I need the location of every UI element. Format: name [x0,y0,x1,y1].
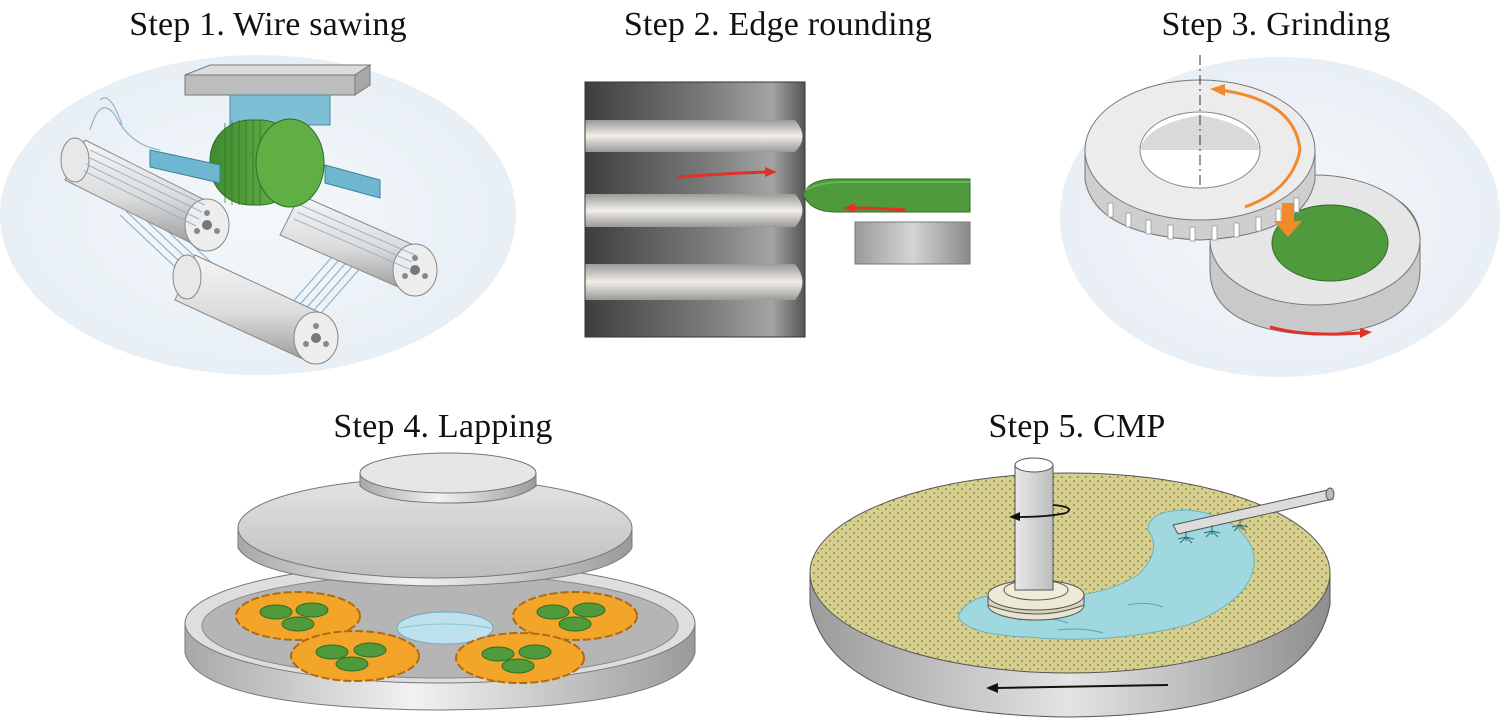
center-gear [396,611,494,645]
upper-lapping-plate [237,452,633,587]
left-bracket [149,149,221,184]
grinding-wheel [584,81,806,338]
edge-rounding-illustration [584,81,971,338]
feed-arrow [1274,203,1302,237]
lapping-illustration [184,452,696,711]
step-5-title: Step 5. CMP [988,408,1166,445]
lower-roller [172,254,339,365]
wafer-carrier-head [987,457,1085,621]
grinding-wafer [1271,204,1389,282]
slurry-nozzle [1172,487,1335,544]
step-1-title: Step 1. Wire sawing [129,6,407,43]
wafer-on-chuck [802,178,971,265]
step-4-title: Step 4. Lapping [333,408,553,445]
cmp-illustration [809,457,1335,718]
wafer-rotation-arrow [854,206,906,212]
silicon-ingot [209,118,325,208]
wire-sawing-illustration [0,55,516,375]
carrier-gear [455,632,585,684]
platen-rotation-arrow [986,683,1169,693]
step-2-title: Step 2. Edge rounding [623,6,933,43]
chuck-rotation-arrow [1269,325,1361,336]
upper-right-roller [279,194,438,297]
ingot-holder [184,64,372,126]
right-bracket [324,164,381,199]
carrier-gear [512,591,638,641]
carrier-gear [235,591,361,641]
wafer-carriers [235,591,638,684]
carrier-gear [290,630,420,682]
upper-left-roller [60,137,230,252]
wheel-rotation-arrow [1219,88,1302,209]
step-3-title: Step 3. Grinding [1161,6,1391,43]
grinding-wheel-ring [1084,55,1316,242]
grinding-illustration [1060,55,1500,377]
head-rotation-arrow [1017,504,1070,518]
wheel-rotation-arrow [676,170,766,179]
